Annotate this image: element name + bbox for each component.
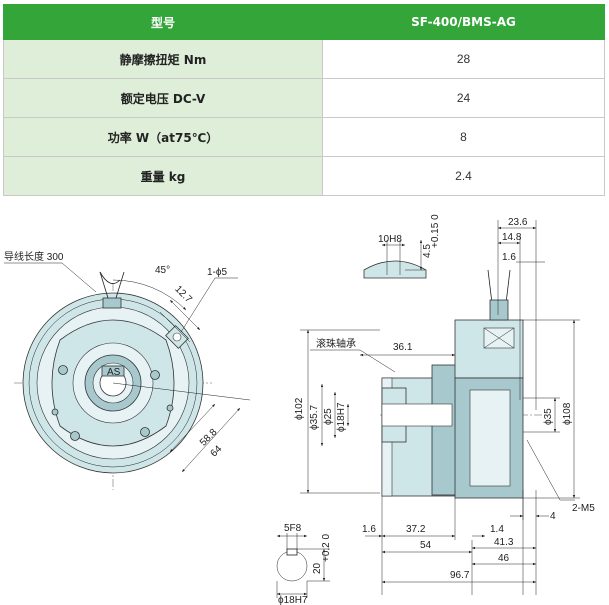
dim-96-7: 96.7 xyxy=(450,570,470,581)
keyway-detail: 5F8 20 +0.2 0 ϕ18H7 xyxy=(276,523,332,605)
dim-64: 64 xyxy=(209,443,225,459)
technical-drawing: AS 导线长度 300 45° 1-ϕ5 12.7 58.8 64 xyxy=(4,214,595,605)
dim-37-2: 37.2 xyxy=(406,524,426,535)
spec-value: 8 xyxy=(322,117,605,157)
dim-54: 54 xyxy=(420,540,432,551)
dim-1-6-top: 1.6 xyxy=(502,252,516,263)
spec-value: 2.4 xyxy=(322,156,605,196)
dim-4-5: 4.5 xyxy=(422,244,433,258)
spec-header-row: 型号 SF-400/BMS-AG xyxy=(3,4,605,40)
spec-label: 功率 W（at75℃） xyxy=(3,117,323,157)
spec-label: 额定电压 DC-V xyxy=(3,78,323,118)
spec-value: 24 xyxy=(322,78,605,118)
dim-20: 20 xyxy=(312,562,323,574)
dim-23-6: 23.6 xyxy=(508,217,528,228)
dim-4-5-tol: +0.15 0 xyxy=(430,214,441,248)
dim-46: 46 xyxy=(498,553,510,564)
spec-row-power: 功率 W（at75℃） 8 xyxy=(3,117,605,157)
lead-wire-label: 导线长度 300 xyxy=(4,250,64,263)
dim-phi-18-h7: ϕ18H7 xyxy=(278,595,308,605)
dim-phi-35-7: ϕ35.7 xyxy=(309,404,320,430)
dim-14-8: 14.8 xyxy=(502,232,522,243)
dim-phi-25: ϕ25 xyxy=(323,408,334,425)
side-view: 10H8 4.5 +0.15 0 23.6 14.8 1.6 滚珠轴承 36.1… xyxy=(294,214,595,595)
spec-row-torque: 静摩擦扭矩 Nm 28 xyxy=(3,39,605,79)
dim-2-m5: 2-M5 xyxy=(572,503,595,514)
bearing-label: 滚珠轴承 xyxy=(316,337,356,350)
spec-table: 型号 SF-400/BMS-AG 静摩擦扭矩 Nm 28 额定电压 DC-V 2… xyxy=(3,4,605,196)
dim-10h8: 10H8 xyxy=(378,234,402,245)
dim-41-3: 41.3 xyxy=(494,537,514,548)
dim-phi-35: ϕ35 xyxy=(543,408,554,425)
angle-label: 45° xyxy=(155,265,170,276)
hole-label: 1-ϕ5 xyxy=(207,267,227,278)
spec-value: 28 xyxy=(322,39,605,79)
dim-1-6: 1.6 xyxy=(362,524,376,535)
dim-5f8: 5F8 xyxy=(284,523,302,534)
dim-20-tol: +0.2 0 xyxy=(321,533,332,562)
spec-header-label: 型号 xyxy=(3,4,323,40)
dim-phi-102: ϕ102 xyxy=(294,397,305,420)
spec-row-voltage: 额定电压 DC-V 24 xyxy=(3,78,605,118)
spec-row-weight: 重量 kg 2.4 xyxy=(3,156,605,196)
spec-label: 静摩擦扭矩 Nm xyxy=(3,39,323,79)
dim-1-4: 1.4 xyxy=(490,524,504,535)
dim-phi-108: ϕ108 xyxy=(562,402,573,425)
spec-label: 重量 kg xyxy=(3,156,323,196)
dim-4: 4 xyxy=(550,511,556,522)
dim-36-1: 36.1 xyxy=(393,342,413,353)
dim-12-7: 12.7 xyxy=(172,284,194,306)
spec-header-model: SF-400/BMS-AG xyxy=(322,4,605,40)
tag-label: AS xyxy=(107,367,121,378)
dim-phi-18: ϕ18H7 xyxy=(336,402,347,432)
front-view: AS 导线长度 300 45° 1-ϕ5 12.7 58.8 64 xyxy=(4,250,251,490)
